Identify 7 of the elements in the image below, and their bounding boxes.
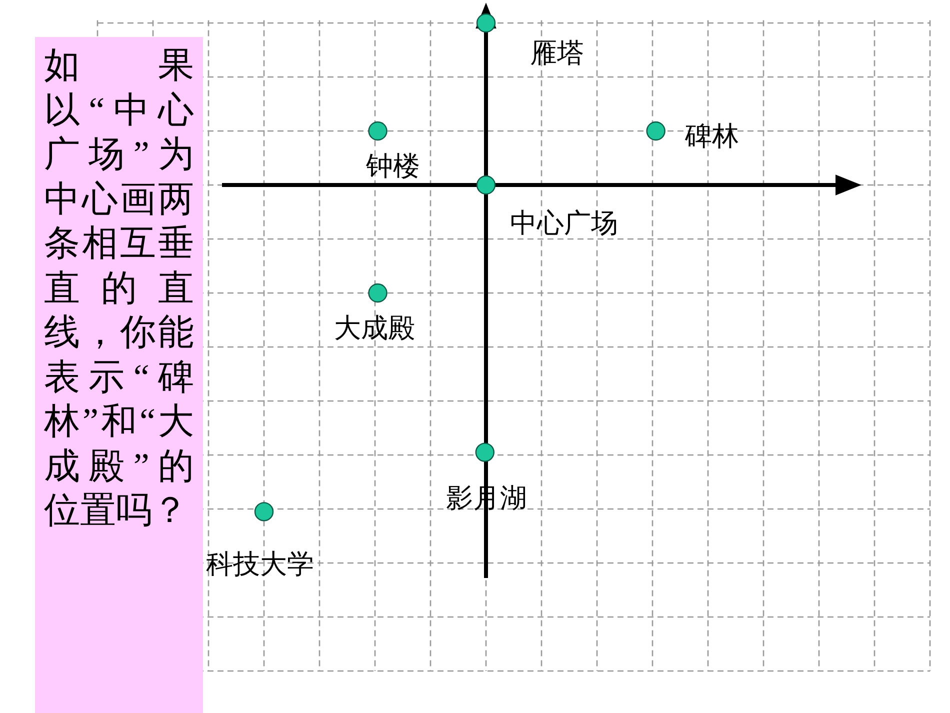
place-label: 大成殿: [334, 312, 415, 346]
place-label: 钟楼: [366, 150, 420, 184]
place-label: 中心广场: [510, 207, 618, 241]
place-label: 科技大学: [206, 548, 314, 582]
place-label: 碑林: [685, 120, 739, 154]
question-text: 如果以“中心广场”为中心画两条相互垂直的直线，你能表示“碑林”和“大成殿”的位置吗？: [35, 37, 203, 713]
place-label: 雁塔: [530, 37, 584, 71]
